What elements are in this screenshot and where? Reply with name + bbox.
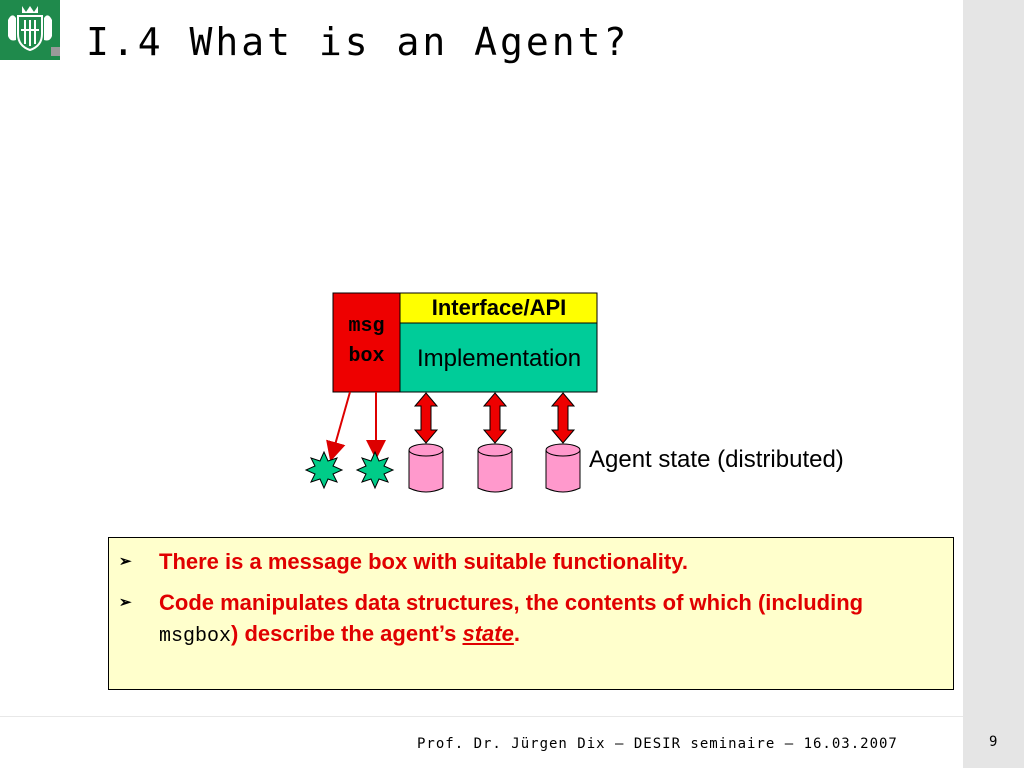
page-number: 9 (989, 734, 998, 750)
bullet-2-end: . (513, 621, 520, 646)
message-star-icon (355, 450, 395, 490)
msgbox-block (332, 292, 401, 393)
bullet-2-part2: ) describe the agent’s (231, 621, 463, 646)
side-band (963, 0, 1024, 768)
arrow-bullet-icon: ➢ (119, 553, 132, 570)
bullet-text-1: There is a message box with suitable fun… (159, 549, 688, 574)
implementation-label: Implementation (416, 345, 582, 372)
interface-label: Interface/API (431, 295, 567, 320)
bullet-text-2: Code manipulates data structures, the co… (159, 587, 939, 652)
coat-of-arms-icon (0, 0, 60, 60)
footer-divider (0, 716, 963, 717)
database-icon (545, 443, 581, 493)
bullet-2-code: msgbox (159, 625, 232, 648)
slide-title: I.4 What is an Agent? (86, 20, 630, 64)
bullet-2-part1: Code manipulates data structures, the co… (159, 590, 864, 615)
double-arrow-3 (550, 392, 576, 444)
double-arrow-1 (413, 392, 439, 444)
agent-state-label: Agent state (distributed) (589, 446, 844, 473)
database-icon (408, 443, 444, 493)
agent-diagram (304, 292, 598, 493)
msgbox-label: msg box (333, 312, 400, 372)
footer-text: Prof. Dr. Jürgen Dix – DESIR seminaire –… (417, 736, 898, 752)
interface-block (399, 292, 598, 324)
implementation-block (399, 322, 598, 393)
msg-arrow-1 (326, 391, 351, 462)
logo-accent-square (51, 47, 60, 56)
arrow-bullet-icon: ➢ (119, 594, 132, 611)
bullet-2-state: state (462, 621, 514, 646)
bullet-item-1: ➢ There is a message box with suitable f… (119, 546, 939, 577)
bullet-box: ➢ There is a message box with suitable f… (108, 537, 954, 690)
msgbox-label-line1: msg (348, 315, 385, 338)
message-star-icon (304, 450, 344, 490)
double-arrow-2 (482, 392, 508, 444)
database-icon (477, 443, 513, 493)
msgbox-label-line2: box (348, 345, 385, 368)
bullet-item-2: ➢ Code manipulates data structures, the … (119, 587, 939, 652)
